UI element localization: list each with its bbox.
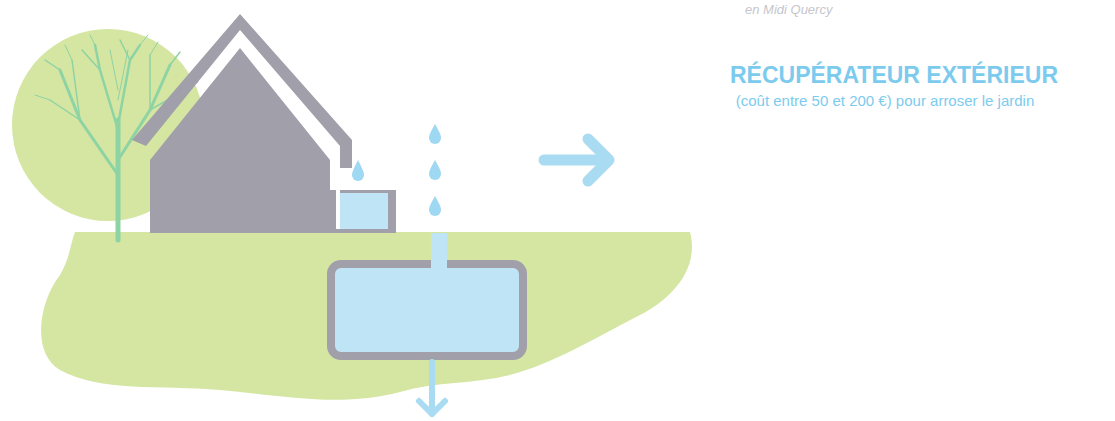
overflow-arrow	[419, 362, 445, 414]
heading-label: RÉCUPÉRATEUR EXTÉRIEUR	[730, 62, 1040, 89]
pointer-arrow	[544, 139, 609, 181]
ground	[41, 232, 692, 400]
description-label: (coût entre 50 et 200 €) pour arroser le…	[710, 92, 1060, 109]
water-drop	[352, 160, 364, 181]
house	[132, 14, 396, 233]
collector-gap	[336, 184, 340, 229]
collector-tank	[340, 193, 388, 229]
pipe-inlet	[431, 258, 447, 270]
brand-note: en Midi Quercy	[745, 2, 835, 17]
underground-tank	[331, 264, 523, 356]
water-drops	[429, 124, 441, 216]
